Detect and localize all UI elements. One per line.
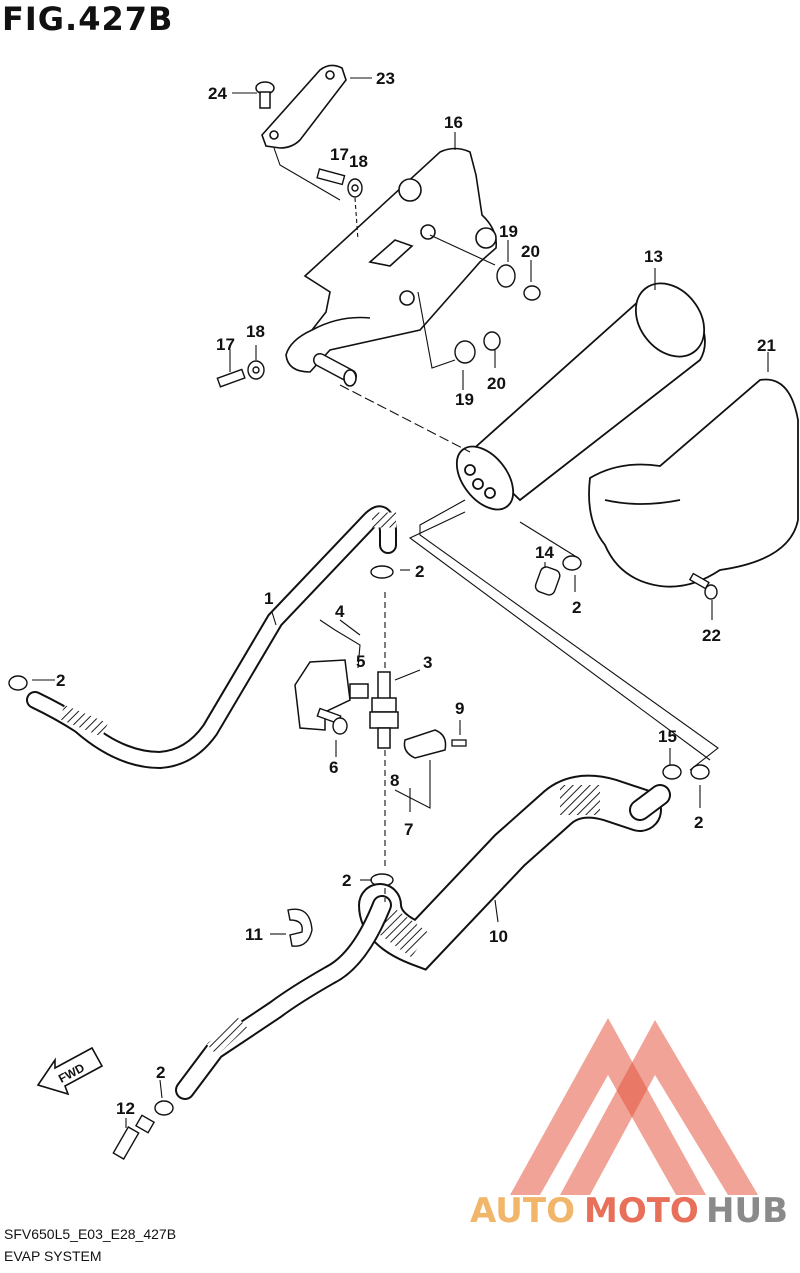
screw-9 — [451, 739, 467, 747]
callout-23: 23 — [376, 69, 395, 88]
callout-18: 18 — [349, 152, 368, 171]
hose-lower — [175, 895, 392, 1100]
callout-16: 16 — [444, 113, 463, 132]
callout-20-b: 20 — [487, 374, 506, 393]
grommet-19-upper — [496, 264, 541, 301]
bracket-23 — [261, 64, 347, 149]
callout-9: 9 — [455, 699, 464, 718]
callout-22: 22 — [702, 626, 721, 645]
clamp-2-a — [8, 675, 28, 691]
callout-2-c: 2 — [572, 598, 581, 617]
grommet-19-lower — [454, 331, 501, 364]
figure-title: FIG.427B — [2, 0, 174, 38]
callout-3: 3 — [423, 653, 432, 672]
callout-6: 6 — [329, 758, 338, 777]
bolt-6 — [316, 707, 348, 735]
callout-5: 5 — [356, 652, 365, 671]
bolt-24 — [255, 81, 275, 109]
callout-2-b: 2 — [415, 562, 424, 581]
watermark-hub: HUB — [706, 1191, 788, 1231]
callout-labels: 1 2 2 2 2 2 2 3 4 5 6 7 8 9 10 11 12 13 … — [56, 69, 776, 1118]
leader-lines — [32, 77, 769, 1128]
clamp-2-b — [370, 565, 394, 579]
callout-8: 8 — [390, 771, 399, 790]
callout-11: 11 — [245, 925, 263, 944]
canister-13 — [455, 282, 706, 511]
callout-19: 19 — [499, 222, 518, 241]
bracket-16 — [285, 147, 498, 387]
callout-20: 20 — [521, 242, 540, 261]
watermark-text: AUTO MOTO HUB — [470, 1191, 788, 1231]
screw-22 — [688, 572, 718, 600]
clamp-15 — [662, 764, 682, 780]
callout-15: 15 — [658, 727, 677, 746]
callout-17-b: 17 — [216, 335, 235, 354]
callout-12: 12 — [116, 1099, 135, 1118]
callout-24: 24 — [208, 84, 227, 103]
pipe-10 — [358, 774, 671, 971]
callout-1: 1 — [264, 589, 273, 608]
callout-2-d: 2 — [342, 871, 351, 890]
callout-2-e: 2 — [694, 813, 703, 832]
bolt-17-upper — [316, 168, 363, 198]
figure-name: EVAP SYSTEM — [4, 1248, 102, 1264]
callout-21: 21 — [757, 336, 776, 355]
callout-4: 4 — [335, 602, 345, 621]
clamp-2-d — [690, 764, 710, 780]
watermark-auto: AUTO — [470, 1191, 575, 1231]
valve-3 — [369, 671, 399, 749]
fwd-arrow-icon: FWD — [36, 1046, 104, 1096]
bolt-17-lower — [216, 360, 265, 388]
callout-2: 2 — [56, 671, 65, 690]
watermark-moto: MOTO — [584, 1191, 699, 1231]
hose-1 — [26, 505, 397, 770]
joint-12 — [112, 1114, 156, 1160]
watermark-logo — [510, 1018, 758, 1195]
callout-13: 13 — [644, 247, 663, 266]
callout-2-f: 2 — [156, 1063, 165, 1082]
clip-11 — [287, 908, 313, 947]
figure-code: SFV650L5_E03_E28_427B — [4, 1226, 177, 1242]
clamp-8 — [403, 729, 447, 759]
callout-10: 10 — [489, 927, 508, 946]
callout-14: 14 — [535, 543, 554, 562]
bracket-4 — [294, 659, 369, 731]
callout-18-b: 18 — [246, 322, 265, 341]
clamp-2-e — [154, 1100, 174, 1116]
callout-19-b: 19 — [455, 390, 474, 409]
cover-21 — [588, 378, 799, 588]
callout-7: 7 — [404, 820, 413, 839]
callout-17: 17 — [330, 145, 349, 164]
cap-14 — [534, 555, 582, 596]
